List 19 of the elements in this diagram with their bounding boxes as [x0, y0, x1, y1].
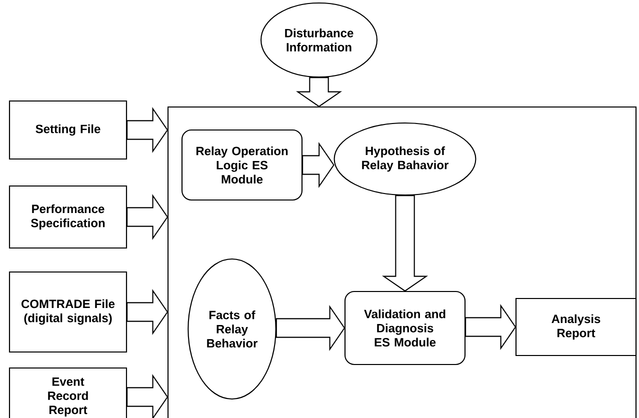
block-arrow — [276, 304, 346, 352]
block-arrow — [126, 106, 168, 154]
block-arrow — [302, 142, 334, 188]
process-box: COMTRADE File (digital signals) — [8, 271, 128, 353]
block-arrow — [126, 288, 168, 336]
block-arrow — [382, 195, 428, 292]
block-arrow — [465, 304, 516, 350]
process-box: Event Record Report — [8, 367, 128, 418]
process-box: Performance Specification — [8, 185, 128, 249]
ellipse-node: Disturbance Information — [260, 2, 378, 78]
block-arrow — [296, 77, 342, 108]
rounded-box: Validation and Diagnosis ES Module — [344, 290, 466, 366]
process-box: Setting File — [8, 100, 128, 160]
ellipse-node: Facts of Relay Behavior — [188, 258, 276, 400]
block-arrow — [126, 194, 168, 240]
rounded-box: Relay Operation Logic ES Module — [181, 129, 303, 201]
block-arrow — [126, 374, 168, 418]
ellipse-node: Hypothesis of Relay Bahavior — [334, 122, 476, 196]
process-box: Analysis Report — [515, 298, 637, 356]
